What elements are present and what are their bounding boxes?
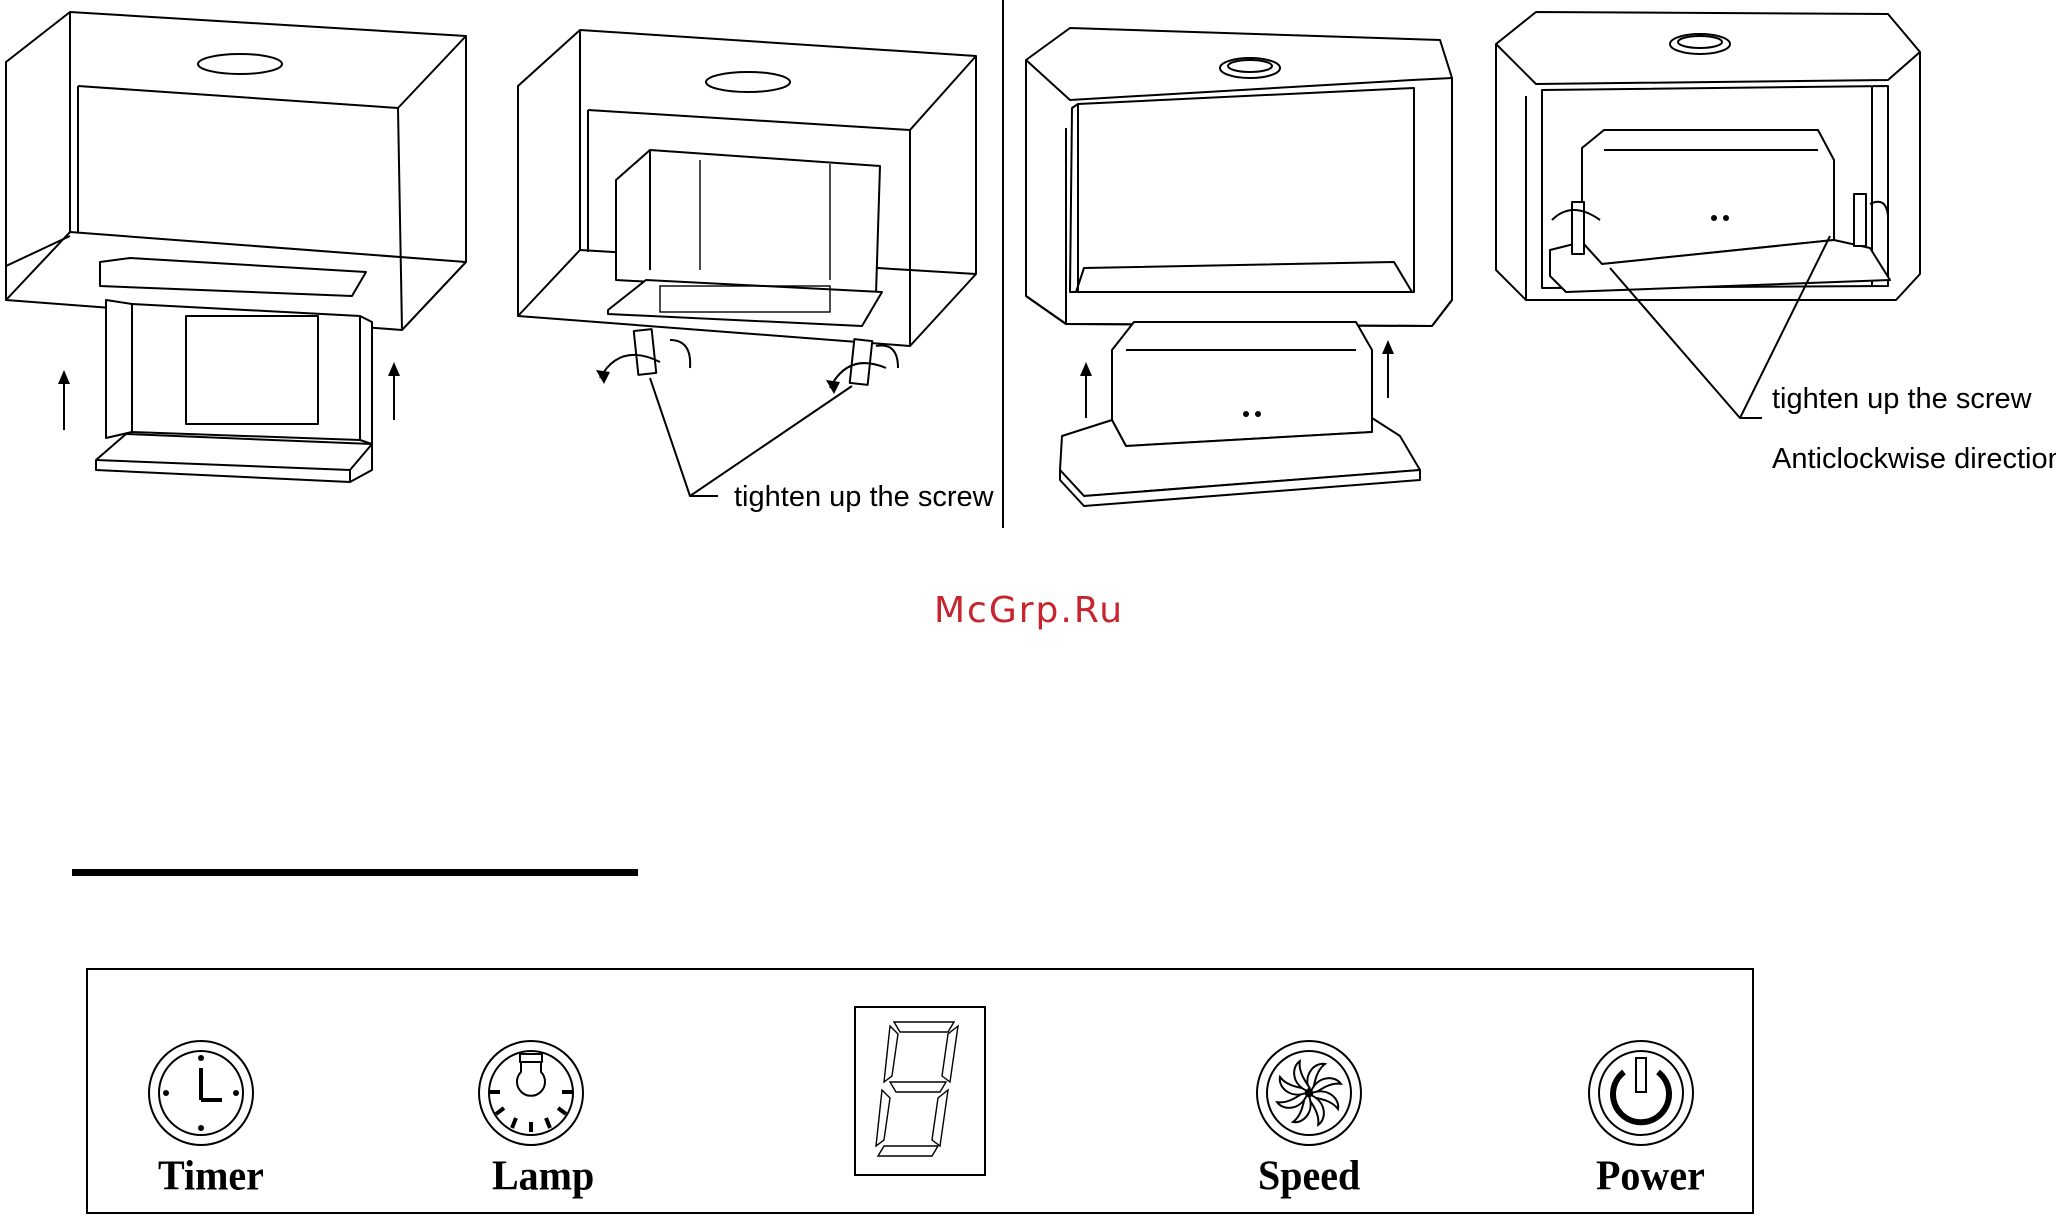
section-rule bbox=[72, 869, 638, 876]
power-icon[interactable] bbox=[1586, 1038, 1696, 1148]
step2-caption: tighten up the screw bbox=[734, 481, 995, 513]
lamp-icon[interactable] bbox=[476, 1038, 586, 1148]
watermark: McGrp.Ru bbox=[934, 590, 1124, 631]
step3-illustration bbox=[1026, 28, 1452, 506]
step2-illustration: tighten up the screw bbox=[518, 30, 995, 513]
lamp-label: Lamp bbox=[492, 1151, 594, 1200]
step1-illustration bbox=[6, 12, 466, 482]
fan-icon[interactable] bbox=[1254, 1038, 1364, 1148]
step4-illustration: tighten up the screw Anticlockwise direc… bbox=[1496, 12, 2056, 475]
seven-segment-display-icon bbox=[854, 1006, 986, 1176]
power-label: Power bbox=[1596, 1151, 1705, 1200]
step4-direction-caption: Anticlockwise direction bbox=[1772, 443, 2056, 475]
installation-diagram: tighten up the screw bbox=[0, 0, 2056, 540]
timer-label: Timer bbox=[158, 1151, 264, 1200]
speed-label: Speed bbox=[1258, 1151, 1360, 1200]
clock-icon[interactable] bbox=[146, 1038, 256, 1148]
step4-caption: tighten up the screw bbox=[1772, 383, 2033, 415]
